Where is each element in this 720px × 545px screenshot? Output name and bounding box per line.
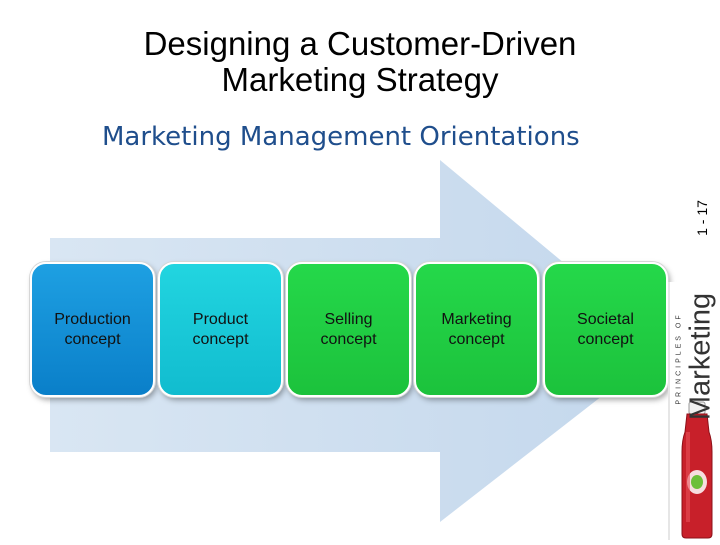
book-small-text: PRINCIPLES OF xyxy=(675,312,683,405)
concept-label: Production concept xyxy=(54,310,131,348)
title-line-2: Marketing Strategy xyxy=(221,61,499,98)
concept-marketing: Marketing concept xyxy=(414,262,539,397)
page-number-text: 1 - 17 xyxy=(694,200,710,236)
concept-label: Societal concept xyxy=(577,310,634,348)
concept-societal: Societal concept xyxy=(543,262,668,397)
page-number: 1 - 17 xyxy=(682,190,720,250)
bottle-icon xyxy=(668,282,720,540)
book-title: Marketing xyxy=(684,292,718,421)
book-cover-image xyxy=(668,282,720,540)
concept-product: Product concept xyxy=(158,262,283,397)
book-subtitle: PRINCIPLES OF xyxy=(674,310,684,410)
slide-subtitle: Marketing Management Orientations xyxy=(102,122,580,152)
concept-production: Production concept xyxy=(30,262,155,397)
concept-label: Product concept xyxy=(192,310,249,348)
book-big-text: Marketing xyxy=(684,292,717,421)
title-line-1: Designing a Customer-Driven xyxy=(143,25,577,62)
concept-label: Selling concept xyxy=(320,310,377,348)
slide-title: Designing a Customer-Driven Marketing St… xyxy=(40,26,680,98)
concept-selling: Selling concept xyxy=(286,262,411,397)
concept-label: Marketing concept xyxy=(441,310,512,348)
